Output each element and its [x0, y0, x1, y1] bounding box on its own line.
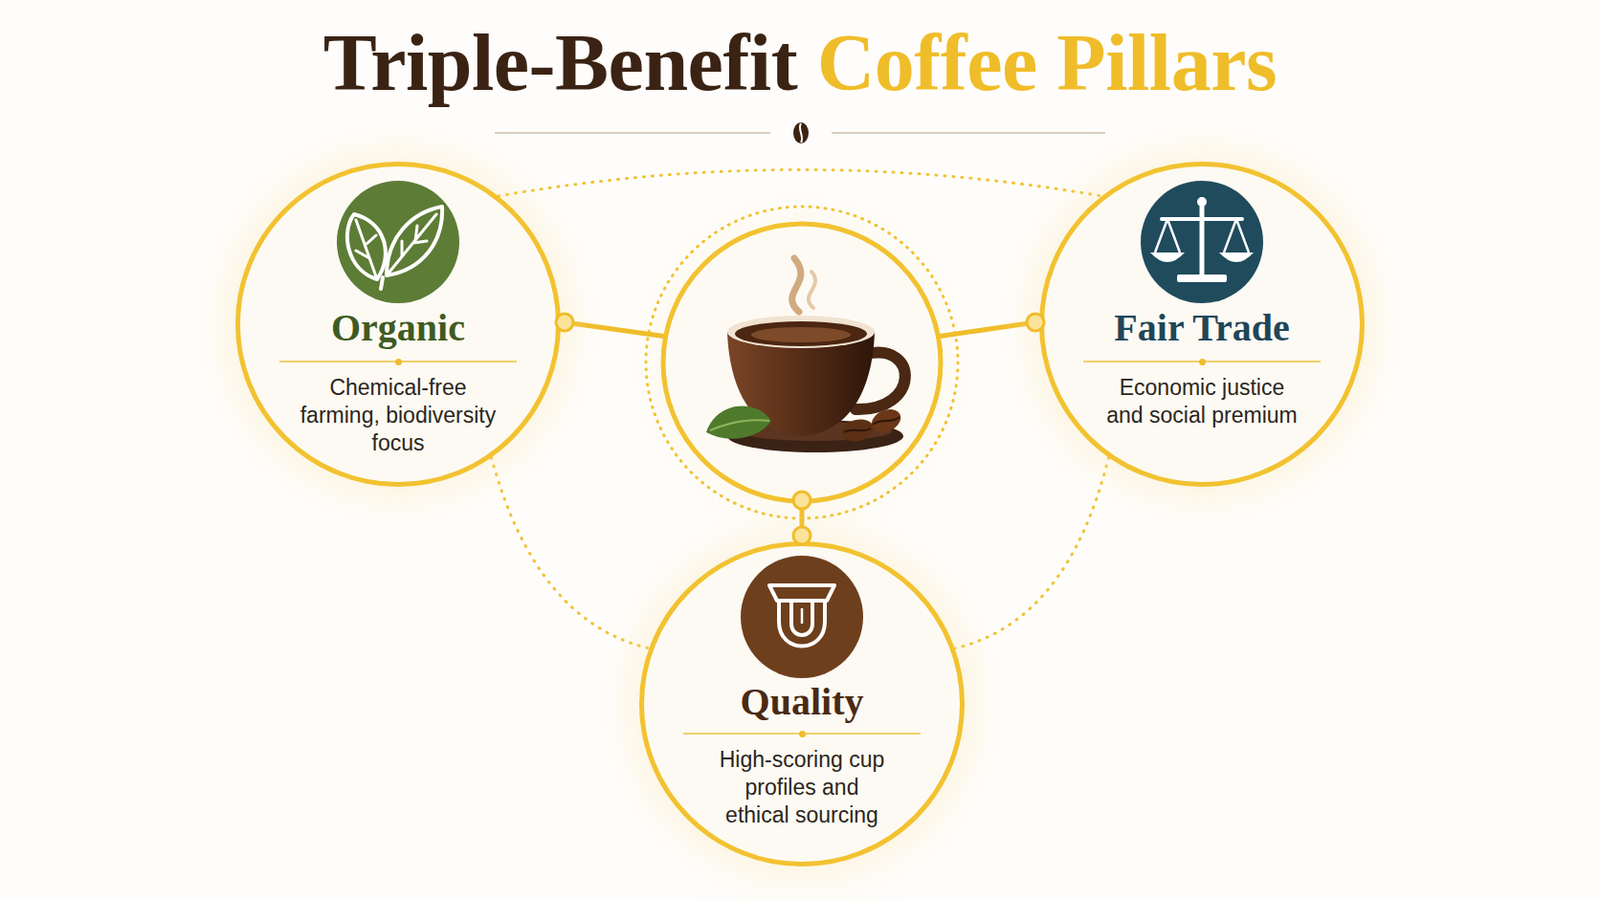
heading-rule-dot: [395, 358, 402, 366]
coffee-bean: [867, 404, 905, 437]
cup-icon: [778, 600, 825, 647]
coffee-surface: [734, 321, 867, 347]
cup-rim: [727, 315, 875, 349]
scale-beam: [1161, 217, 1243, 222]
spoke-line: [936, 322, 1036, 337]
dotted-connector: [491, 457, 650, 649]
cup-rim-icon: [769, 585, 835, 601]
joint-dot: [555, 313, 574, 332]
scale-pan: [1219, 252, 1254, 263]
tongue-line: [800, 608, 804, 624]
scale-post: [1200, 204, 1205, 276]
joint-dot: [793, 527, 811, 545]
dotted-connector: [955, 457, 1110, 649]
leaf: [706, 406, 772, 440]
bean-crease: [844, 428, 871, 433]
heading-rule-dot: [1199, 358, 1206, 366]
steam: [808, 271, 816, 309]
scale-knob: [1197, 197, 1207, 207]
fairtrade-icon-disc: [1140, 180, 1264, 304]
scale-pan: [1150, 252, 1185, 263]
leaf-vein: [355, 220, 378, 280]
pillar-heading: Fair Trade: [1044, 305, 1360, 352]
tongue-icon: [791, 600, 813, 636]
pillar-heading: Quality: [644, 679, 960, 726]
steam: [792, 258, 801, 312]
crema: [751, 327, 851, 343]
heading-rule-dot: [799, 731, 806, 738]
leaf-icon: [386, 206, 443, 276]
joint-dot: [793, 491, 811, 510]
bean-crease: [872, 417, 900, 425]
quality-icon-disc: [740, 555, 864, 679]
title-rule: [831, 132, 1106, 134]
center-halo: [610, 171, 994, 555]
scale-base: [1177, 274, 1227, 283]
pillar-heading: Organic: [240, 305, 556, 352]
organic-icon-disc: [336, 180, 460, 304]
bean-icon: [793, 122, 809, 144]
leaf-vein: [386, 214, 437, 276]
dotted-connector: [498, 170, 1103, 198]
center-dotted-ring: [645, 206, 958, 519]
title-area: Triple-Benefit Coffee Pillars: [0, 15, 1600, 112]
scale-hanger: [1155, 219, 1249, 253]
bean-crease: [800, 123, 802, 143]
pillar-description: Chemical-free farming, biodiversity focu…: [295, 374, 502, 458]
coffee-bean: [839, 416, 877, 445]
pillar-description: Economic justice and social premium: [1101, 374, 1303, 430]
pillar-description: High-scoring cup profiles and ethical so…: [713, 746, 891, 830]
center-circle: [663, 223, 941, 502]
diagram-title: Triple-Benefit Coffee Pillars: [323, 15, 1277, 112]
joint-dot: [1026, 313, 1045, 332]
leaf-vein: [710, 420, 770, 431]
leaf-stem: [380, 277, 383, 289]
leaf-icon: [347, 214, 386, 280]
title-rule: [494, 132, 771, 134]
